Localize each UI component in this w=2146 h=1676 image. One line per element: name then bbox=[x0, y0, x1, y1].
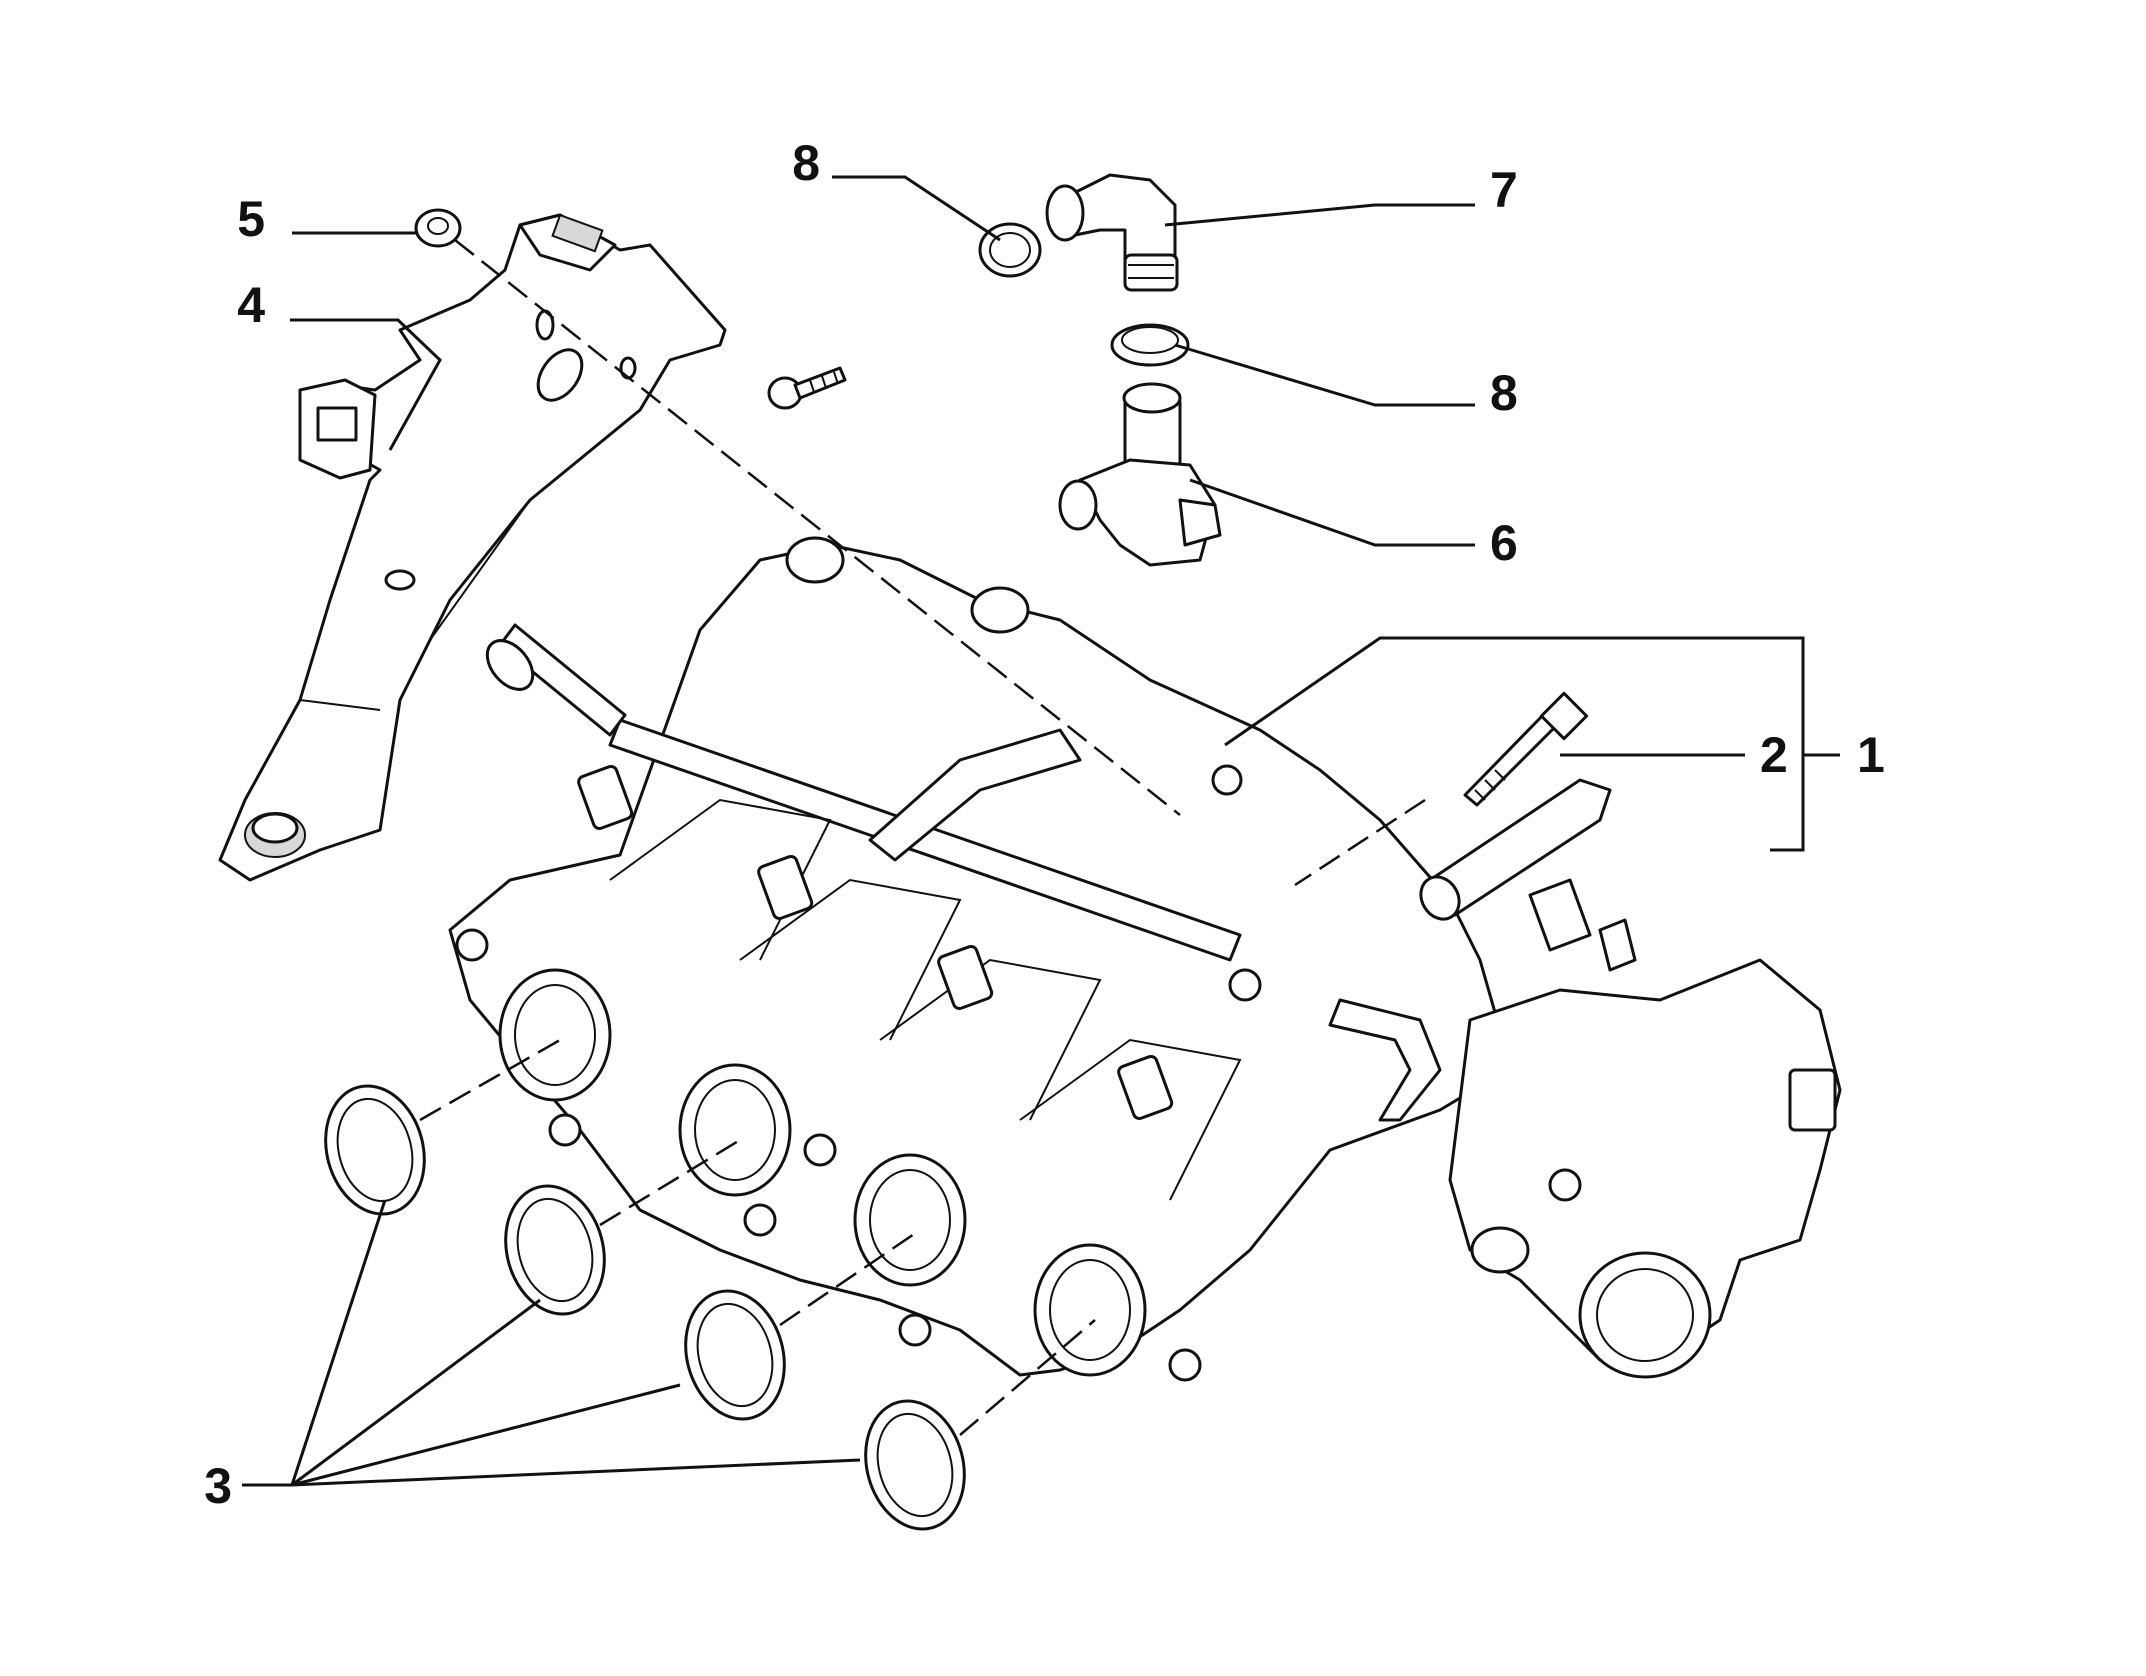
callout-8-lower: 8 bbox=[1490, 365, 1518, 421]
leader-lines bbox=[242, 175, 1840, 1487]
fuel-injector bbox=[577, 764, 1174, 1120]
bracket-screw bbox=[767, 366, 847, 410]
heat-shield-bracket bbox=[218, 213, 727, 882]
callout-8-upper: 8 bbox=[792, 135, 820, 191]
intake-manifold-part bbox=[448, 536, 1502, 1382]
callout-1: 1 bbox=[1857, 727, 1885, 783]
hose-clamp-lower bbox=[1110, 323, 1190, 367]
assembly-guide-lines bbox=[419, 239, 1426, 1436]
coolant-pipe bbox=[1419, 778, 1637, 972]
callout-7: 7 bbox=[1490, 162, 1518, 218]
intake-gasket bbox=[324, 1084, 966, 1531]
callout-5: 5 bbox=[237, 191, 265, 247]
hose-elbow-part bbox=[1045, 173, 1179, 292]
intake-port-flange bbox=[498, 968, 1147, 1377]
valve-part bbox=[1058, 382, 1222, 567]
bolt-part bbox=[1463, 691, 1589, 807]
callout-2: 2 bbox=[1760, 727, 1788, 783]
throttle-body bbox=[1448, 958, 1842, 1379]
callout-4: 4 bbox=[237, 277, 265, 333]
callout-3: 3 bbox=[204, 1458, 232, 1514]
nut-part bbox=[414, 208, 462, 248]
callout-labels: 1 2 3 4 5 6 7 8 8 bbox=[204, 135, 1885, 1514]
callout-6: 6 bbox=[1490, 515, 1518, 571]
